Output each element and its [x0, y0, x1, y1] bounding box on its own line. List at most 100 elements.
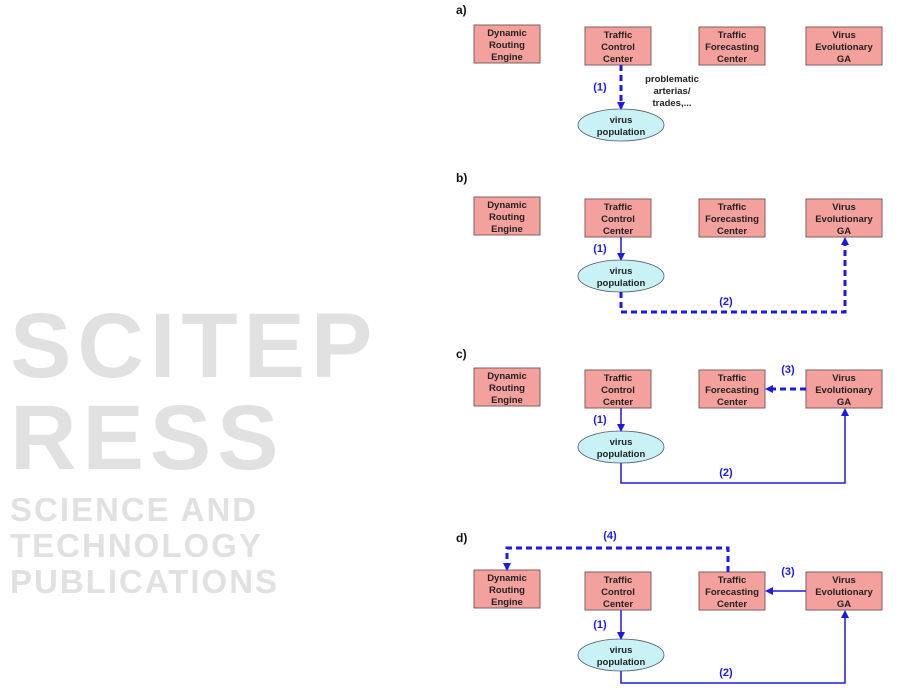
- arrow-label-3: (3): [781, 364, 795, 376]
- node-label-line: Control: [601, 385, 635, 396]
- node-label-line: Virus: [832, 575, 856, 586]
- arrow-2: [619, 237, 849, 314]
- node-label-line: Center: [717, 599, 747, 610]
- node-label-line: Dynamic: [487, 573, 527, 584]
- node-label-line: GA: [837, 226, 851, 237]
- node-label-line: Control: [601, 214, 635, 225]
- node-label-line: Traffic: [718, 30, 747, 41]
- panel-label: c): [456, 347, 467, 361]
- node-label-line: Center: [717, 226, 747, 237]
- node-box: [805, 571, 883, 611]
- node-label-line: Traffic: [604, 202, 633, 213]
- node-label-line: GA: [837, 54, 851, 65]
- node-box: [584, 26, 652, 66]
- node-label-line: population: [597, 278, 646, 289]
- node-box: [473, 367, 541, 407]
- node-label-line: virus: [610, 115, 633, 126]
- node-label-line: Center: [717, 54, 747, 65]
- arrow-label-1: (1): [593, 243, 607, 255]
- arrow-label-2: (2): [719, 296, 733, 308]
- node-label-line: Traffic: [604, 30, 633, 41]
- node-label-line: Virus: [832, 202, 856, 213]
- node-label-line: GA: [837, 599, 851, 610]
- node-label-line: Center: [603, 599, 633, 610]
- watermark: SCITEPRESS SCIENCE AND TECHNOLOGY PUBLIC…: [10, 300, 440, 600]
- node-label-line: population: [597, 657, 646, 668]
- panel-label: a): [456, 3, 467, 17]
- node-label-line: Dynamic: [487, 28, 527, 39]
- note-line: trades,...: [652, 98, 691, 109]
- node-label-line: Traffic: [718, 575, 747, 586]
- node-label-line: Routing: [489, 40, 525, 51]
- node-box: [805, 26, 883, 66]
- node-label-line: Forecasting: [705, 214, 759, 225]
- arrow-label-2: (2): [719, 467, 733, 479]
- arrow-label-1: (1): [593, 414, 607, 426]
- node-label-line: Control: [601, 42, 635, 53]
- node-box: [698, 198, 766, 238]
- node-label-line: Traffic: [604, 575, 633, 586]
- node-label-line: Forecasting: [705, 587, 759, 598]
- node-label-line: Evolutionary: [815, 587, 873, 598]
- node-label-line: virus: [610, 266, 633, 277]
- node-label-line: population: [597, 127, 646, 138]
- node-label-line: Engine: [491, 52, 523, 63]
- node-label-line: Routing: [489, 383, 525, 394]
- node-box: [698, 369, 766, 409]
- arrow-2: [620, 610, 849, 684]
- node-box: [584, 198, 652, 238]
- node-label-line: Routing: [489, 212, 525, 223]
- node-label-line: virus: [610, 437, 633, 448]
- arrow-label-2: (2): [719, 667, 733, 679]
- node-label-line: GA: [837, 397, 851, 408]
- node-label-line: Center: [717, 397, 747, 408]
- panel-b: b)DynamicRoutingEngineTrafficControlCent…: [456, 171, 883, 314]
- node-label-line: Forecasting: [705, 42, 759, 53]
- node-box: [698, 26, 766, 66]
- arrow-4: [503, 546, 730, 572]
- node-label-line: Engine: [491, 395, 523, 406]
- node-label-line: Evolutionary: [815, 385, 873, 396]
- watermark-subtitle: SCIENCE AND TECHNOLOGY PUBLICATIONS: [10, 491, 280, 600]
- node-label-line: Engine: [491, 224, 523, 235]
- node-label-line: Dynamic: [487, 371, 527, 382]
- node-label-line: Virus: [832, 30, 856, 41]
- node-label-line: Engine: [491, 597, 523, 608]
- node-label-line: Center: [603, 54, 633, 65]
- arrow-label-1: (1): [593, 619, 607, 631]
- arrow-label-4: (4): [603, 530, 617, 542]
- node-label-line: Traffic: [718, 202, 747, 213]
- note-line: arterias/: [654, 86, 691, 97]
- node-label-line: Virus: [832, 373, 856, 384]
- node-label-line: Dynamic: [487, 200, 527, 211]
- panel-label: d): [456, 531, 467, 545]
- panel-a: a)DynamicRoutingEngineTrafficControlCent…: [456, 3, 883, 142]
- note-line: problematic: [645, 74, 699, 85]
- node-label-line: Center: [603, 397, 633, 408]
- node-box: [698, 571, 766, 611]
- node-box: [584, 571, 652, 611]
- node-label-line: Routing: [489, 585, 525, 596]
